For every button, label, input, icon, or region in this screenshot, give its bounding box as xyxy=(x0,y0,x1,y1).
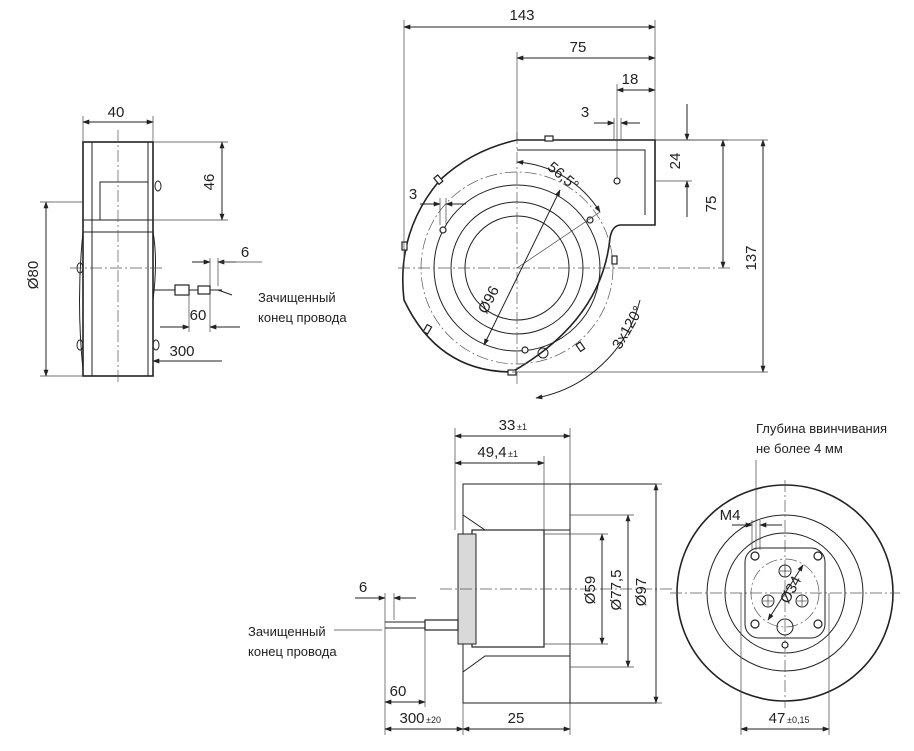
front-view-top-right: 143 75 18 3 24 75 137 3 xyxy=(398,7,768,400)
dim-diameter-96: Ø96 xyxy=(475,283,503,316)
dim-diameter-59: Ø59 xyxy=(582,576,599,604)
note-screw-depth: Глубина ввинчивания xyxy=(756,421,887,436)
dim-height-46: 46 xyxy=(201,174,218,191)
note-stripped-wire-bottom: Зачищенный xyxy=(248,624,326,639)
side-view-top-left: 40 46 Ø80 6 60 300 Зачищенный конец пров… xyxy=(25,104,347,385)
dim-diameter-97: Ø97 xyxy=(633,578,650,606)
dim-width-47-tolerance: ±0,15 xyxy=(787,715,809,725)
dim-diameter-34: Ø34 xyxy=(777,573,805,606)
dim-depth-25: 25 xyxy=(508,710,525,727)
dim-length-300: 300 xyxy=(169,343,194,360)
dim-strip-6: 6 xyxy=(241,244,249,261)
dim-depth-49-4: 49,4 xyxy=(477,444,506,461)
dim-height-75: 75 xyxy=(703,196,720,213)
dim-length-60: 60 xyxy=(190,307,207,324)
dim-angle-56-5: 56,5° xyxy=(544,159,582,195)
dim-length-300-tolerance: ±20 xyxy=(426,715,441,725)
dim-offset-75: 75 xyxy=(570,39,587,56)
dim-depth-49-4-tolerance: ±1 xyxy=(508,449,518,459)
dim-width-40: 40 xyxy=(108,104,125,121)
dim-depth-33-tolerance: ±1 xyxy=(517,422,527,432)
dim-length-60-bottom: 60 xyxy=(390,683,407,700)
dim-strip-6-bottom: 6 xyxy=(359,579,367,596)
note-stripped-wire-bottom-line2: конец провода xyxy=(248,644,337,659)
note-stripped-wire-top-line2: конец провода xyxy=(258,310,347,325)
dim-diameter-80: Ø80 xyxy=(25,261,42,289)
dim-height-24: 24 xyxy=(667,153,684,170)
dim-slot-3-left: 3 xyxy=(409,186,417,203)
dim-thread-m4: M4 xyxy=(720,507,741,524)
dim-diameter-77-5: Ø77,5 xyxy=(608,570,625,611)
dim-height-137: 137 xyxy=(743,245,760,270)
dim-pattern-3x120: 3x120° xyxy=(609,303,647,352)
dim-length-300-bottom: 300 xyxy=(399,710,424,727)
dim-slot-3-top: 3 xyxy=(581,104,589,121)
dim-depth-33: 33 xyxy=(499,417,516,434)
side-view-bottom-left: 33 ±1 49,4 ±1 Ø59 Ø77,5 Ø97 6 60 3 xyxy=(248,417,672,735)
rear-view-bottom-right: M4 Глубина ввинчивания не более 4 мм Ø34… xyxy=(670,421,900,735)
note-stripped-wire-top: Зачищенный xyxy=(258,290,336,305)
note-screw-depth-line2: не более 4 мм xyxy=(756,441,843,456)
dim-width-143: 143 xyxy=(509,7,534,24)
dim-width-47: 47 xyxy=(769,710,786,727)
dim-offset-18: 18 xyxy=(622,71,639,88)
